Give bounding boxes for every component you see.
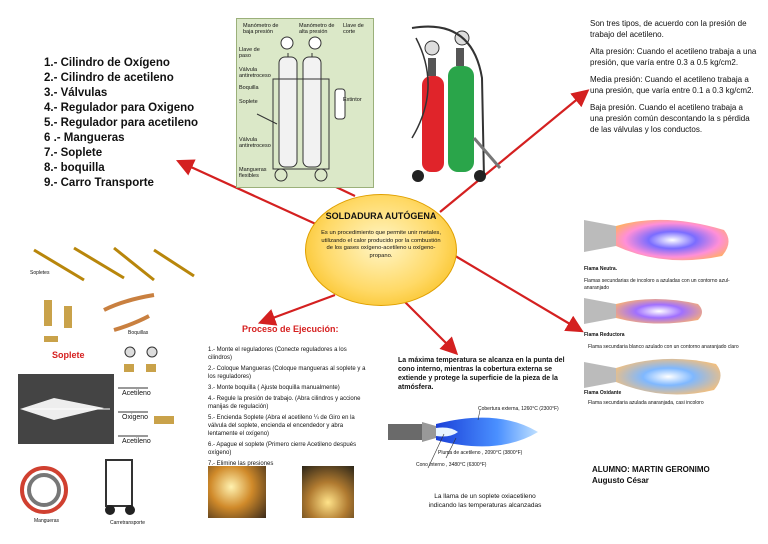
pressure-medium: Media presión: Cuando el acetileno traba…	[590, 75, 754, 95]
flames-illustration	[584, 219, 729, 395]
process-step: 3.- Monte boquilla ( Ajuste boquilla man…	[208, 385, 340, 391]
temp-cone: Cono interno , 3480°C (6300°F)	[416, 462, 487, 468]
pressure-high: Alta presión: Cuando el acetileno trabaj…	[590, 47, 757, 67]
label-mangueras: Mangueras	[34, 518, 60, 524]
process-step: 4.- Regule la presión de trabajo. (Abra …	[208, 396, 361, 410]
flame-oxidizing-desc: Flama secundaria azulada anaranjada, cas…	[588, 400, 704, 406]
label-check-valve-2: Válvula antiretroceso	[239, 137, 271, 149]
cylinders-illustration	[411, 25, 502, 182]
temp-acetylene: Pluma de acetileno , 2090°C (3800°F)	[438, 450, 523, 456]
author: ALUMNO: MARTIN GERONIMO Augusto César	[592, 464, 742, 486]
process-step: 7.- Elimine las presiones	[208, 461, 274, 467]
process-step: 2.- Coloque Mangueras (Coloque mangueras…	[208, 366, 366, 380]
label-high-pressure: Manómetro de alta presión	[299, 23, 335, 35]
center-topic: SOLDADURA AUTÓGENA Es un procedimiento q…	[305, 194, 457, 306]
torch-flame-illustration	[388, 409, 538, 469]
label-low-pressure: Manómetro de baja presión	[243, 23, 279, 35]
label-check-valve: Válvula antiretroceso	[239, 67, 271, 79]
flame-types: Flama Neutra. Flamas secundarias de inco…	[584, 212, 754, 432]
part-item: 3.- Válvulas	[44, 87, 108, 99]
label-hoses: Mangueras flexibles	[239, 167, 267, 179]
label-sopletes: Sopletes	[30, 270, 50, 276]
label-pass-valve: Llave de paso	[239, 47, 260, 59]
flame-reducing-desc: Flama secundaria blanco azulado con un c…	[588, 344, 739, 350]
part-item: 5.- Regulador para acetileno	[44, 117, 199, 129]
arrow-to-temperature	[404, 301, 459, 356]
arrow-to-pressure	[439, 89, 590, 213]
process-title: Proceso de Ejecución:	[242, 324, 339, 334]
tools-collage: Sopletes Boquillas Soplete Acetileno Oxi…	[14, 240, 204, 530]
pressure-low: Baja presión. Cuando el acetileno trabaj…	[590, 103, 750, 134]
temperature-text: La máxima temperatura se alcanza en la p…	[398, 357, 565, 391]
process-steps: 1.- Monte el reguladores (Conecte regula…	[208, 346, 370, 471]
label-soplete: Soplete	[52, 350, 85, 360]
author-line-2: Augusto César	[592, 476, 649, 485]
flame-oxidizing-title: Flama Oxidante	[584, 390, 622, 396]
part-item: 4.- Regulador para Oxigeno	[44, 102, 195, 114]
flame-neutral-desc: Flamas secundarias de incoloro a azulada…	[584, 278, 730, 291]
author-line-1: ALUMNO: MARTIN GERONIMO	[592, 465, 710, 474]
label-nozzle: Boquilla	[239, 85, 259, 91]
arrow-to-parts	[175, 159, 319, 227]
equipment-drawing	[256, 36, 346, 182]
tools-illustration	[18, 246, 195, 515]
center-description: Es un procedimiento que permite unir met…	[321, 230, 441, 259]
flame-reducing-title: Flama Reductora	[584, 332, 625, 338]
label-torch: Soplete	[239, 99, 258, 105]
arrow-to-flames	[451, 253, 584, 333]
temperature-caption: La llama de un soplete oxiacetileno indi…	[428, 493, 542, 509]
pressure-intro: Son tres tipos, de acuerdo con la presió…	[590, 19, 747, 39]
label-carro: Carretransporte	[110, 520, 146, 526]
parts-list: 1.- Cilindro de Oxígeno 2.- Cilindro de …	[44, 56, 224, 191]
part-item: 1.- Cilindro de Oxígeno	[44, 57, 170, 69]
center-title: SOLDADURA AUTÓGENA	[325, 211, 437, 221]
process-step: 1.- Monte el reguladores (Conecte regula…	[208, 347, 347, 361]
part-item: 9.- Carro Transporte	[44, 177, 154, 189]
part-item: 7.- Soplete	[44, 147, 103, 159]
label-cut-valve: Llave de corte	[343, 23, 364, 35]
process-step: 6.- Apague el soplete (Primero cierre Ac…	[208, 442, 357, 456]
equipment-diagram: Manómetro de baja presión Manómetro de a…	[236, 18, 374, 188]
label-boquillas: Boquillas	[128, 330, 149, 336]
label-acetileno-2: Acetileno	[122, 438, 151, 445]
part-item: 6 .- Mangueras	[44, 132, 125, 144]
label-acetileno-1: Acetileno	[122, 390, 151, 397]
label-extinguisher: Extintor	[343, 97, 362, 103]
label-oxigeno: Oxigeno	[122, 414, 149, 421]
process-step: 5.- Encienda Soplete (Abra el acetileno …	[208, 415, 355, 437]
welding-photo-1	[208, 466, 266, 518]
pressure-types: Son tres tipos, de acuerdo con la presió…	[590, 18, 758, 141]
welding-photo-2	[302, 466, 354, 518]
part-item: 8.- boquilla	[44, 162, 105, 174]
temp-outer: Cobertura externa, 1260°C (2300°F)	[478, 406, 559, 412]
part-item: 2.- Cilindro de acetileno	[44, 72, 174, 84]
flame-neutral-title: Flama Neutra.	[584, 266, 618, 272]
arrow-to-process	[257, 293, 336, 326]
